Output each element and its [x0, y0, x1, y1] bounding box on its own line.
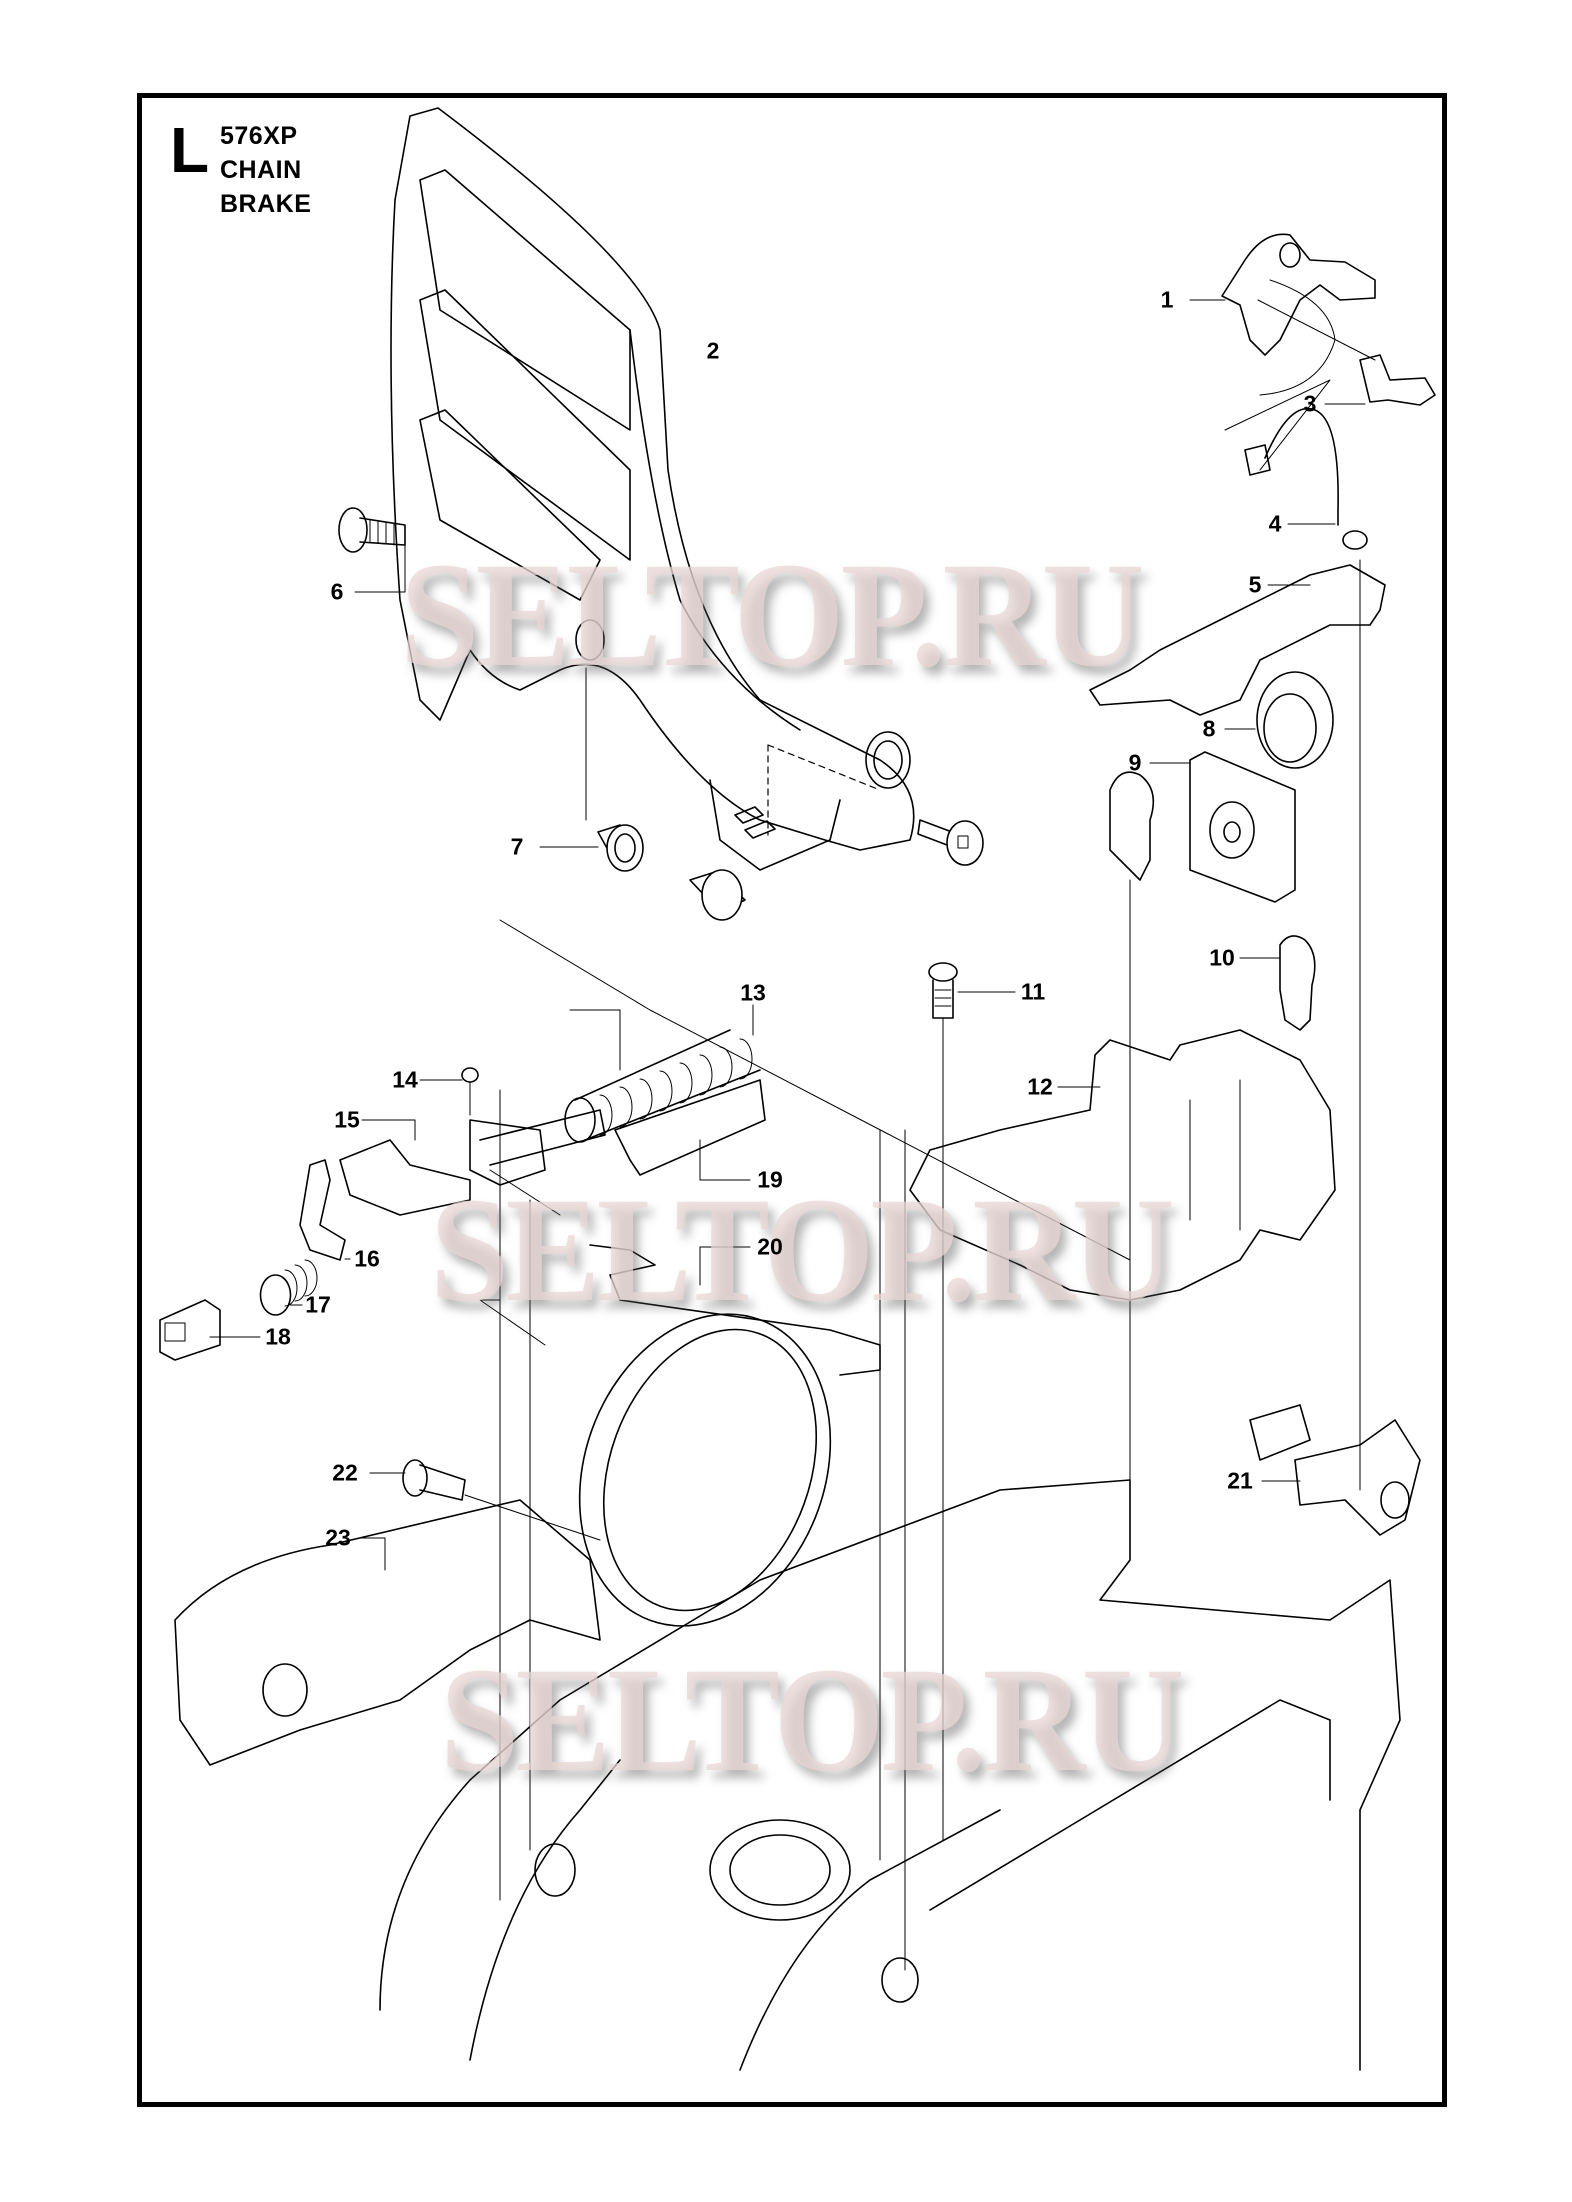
callout-part-6[interactable]: 6 — [330, 578, 344, 605]
callout-part-16[interactable]: 16 — [354, 1245, 380, 1272]
linkage-part-15 — [339, 1067, 606, 1216]
hand-guard-part-2 — [390, 107, 915, 871]
brake-lever-part-5 — [1089, 559, 1386, 1491]
callout-part-7[interactable]: 7 — [510, 833, 524, 860]
lever-spring-block-parts — [159, 1159, 351, 1361]
callout-part-11[interactable]: 11 — [1020, 978, 1046, 1005]
housing-part-12 — [909, 1029, 1336, 1301]
callout-part-15[interactable]: 15 — [334, 1106, 360, 1133]
callout-part-5[interactable]: 5 — [1248, 571, 1262, 598]
brake-trigger-part-1 — [1189, 233, 1376, 396]
callout-part-22[interactable]: 22 — [332, 1459, 358, 1486]
screw-part-22 — [369, 1459, 601, 1541]
guard-screw — [917, 819, 984, 866]
callout-part-1[interactable]: 1 — [1160, 286, 1174, 313]
callout-part-18[interactable]: 18 — [265, 1323, 291, 1350]
callout-part-4[interactable]: 4 — [1268, 510, 1282, 537]
bushing-part-7 — [539, 667, 746, 921]
spring-clip-part-3 — [1224, 299, 1436, 471]
callout-part-17[interactable]: 17 — [305, 1291, 331, 1318]
diagram-frame — [137, 93, 1447, 2107]
callout-part-13[interactable]: 13 — [740, 979, 766, 1006]
callout-part-10[interactable]: 10 — [1209, 944, 1235, 971]
callout-part-14[interactable]: 14 — [392, 1066, 418, 1093]
clip-parts — [1109, 771, 1316, 1481]
callout-part-20[interactable]: 20 — [757, 1233, 783, 1260]
spring-part-13 — [564, 1004, 761, 1143]
callout-part-8[interactable]: 8 — [1202, 715, 1216, 742]
wire-part-4 — [1244, 407, 1368, 550]
callout-part-12[interactable]: 12 — [1027, 1073, 1053, 1100]
crankcase-body — [379, 919, 1401, 2071]
section-letter: L — [170, 114, 210, 186]
assembly-title-line-2: BRAKE — [220, 190, 312, 218]
assembly-title-line-1: CHAIN — [220, 156, 302, 184]
brake-band-part-20 — [578, 1244, 881, 1627]
cover-part-8 — [1224, 671, 1334, 769]
screw-part-11 — [928, 962, 1016, 1841]
bracket-part-19 — [614, 1079, 766, 1181]
callout-part-3[interactable]: 3 — [1303, 390, 1317, 417]
cover-part-23 — [174, 1499, 601, 1766]
callout-part-19[interactable]: 19 — [757, 1166, 783, 1193]
block-part-9 — [1149, 751, 1296, 903]
screw-part-6 — [338, 507, 406, 593]
part-21 — [1249, 1404, 1421, 1536]
callout-part-9[interactable]: 9 — [1128, 749, 1142, 776]
model-title: 576XP — [220, 122, 298, 150]
callout-part-23[interactable]: 23 — [325, 1524, 351, 1551]
callout-part-2[interactable]: 2 — [706, 337, 720, 364]
callout-part-21[interactable]: 21 — [1227, 1467, 1253, 1494]
